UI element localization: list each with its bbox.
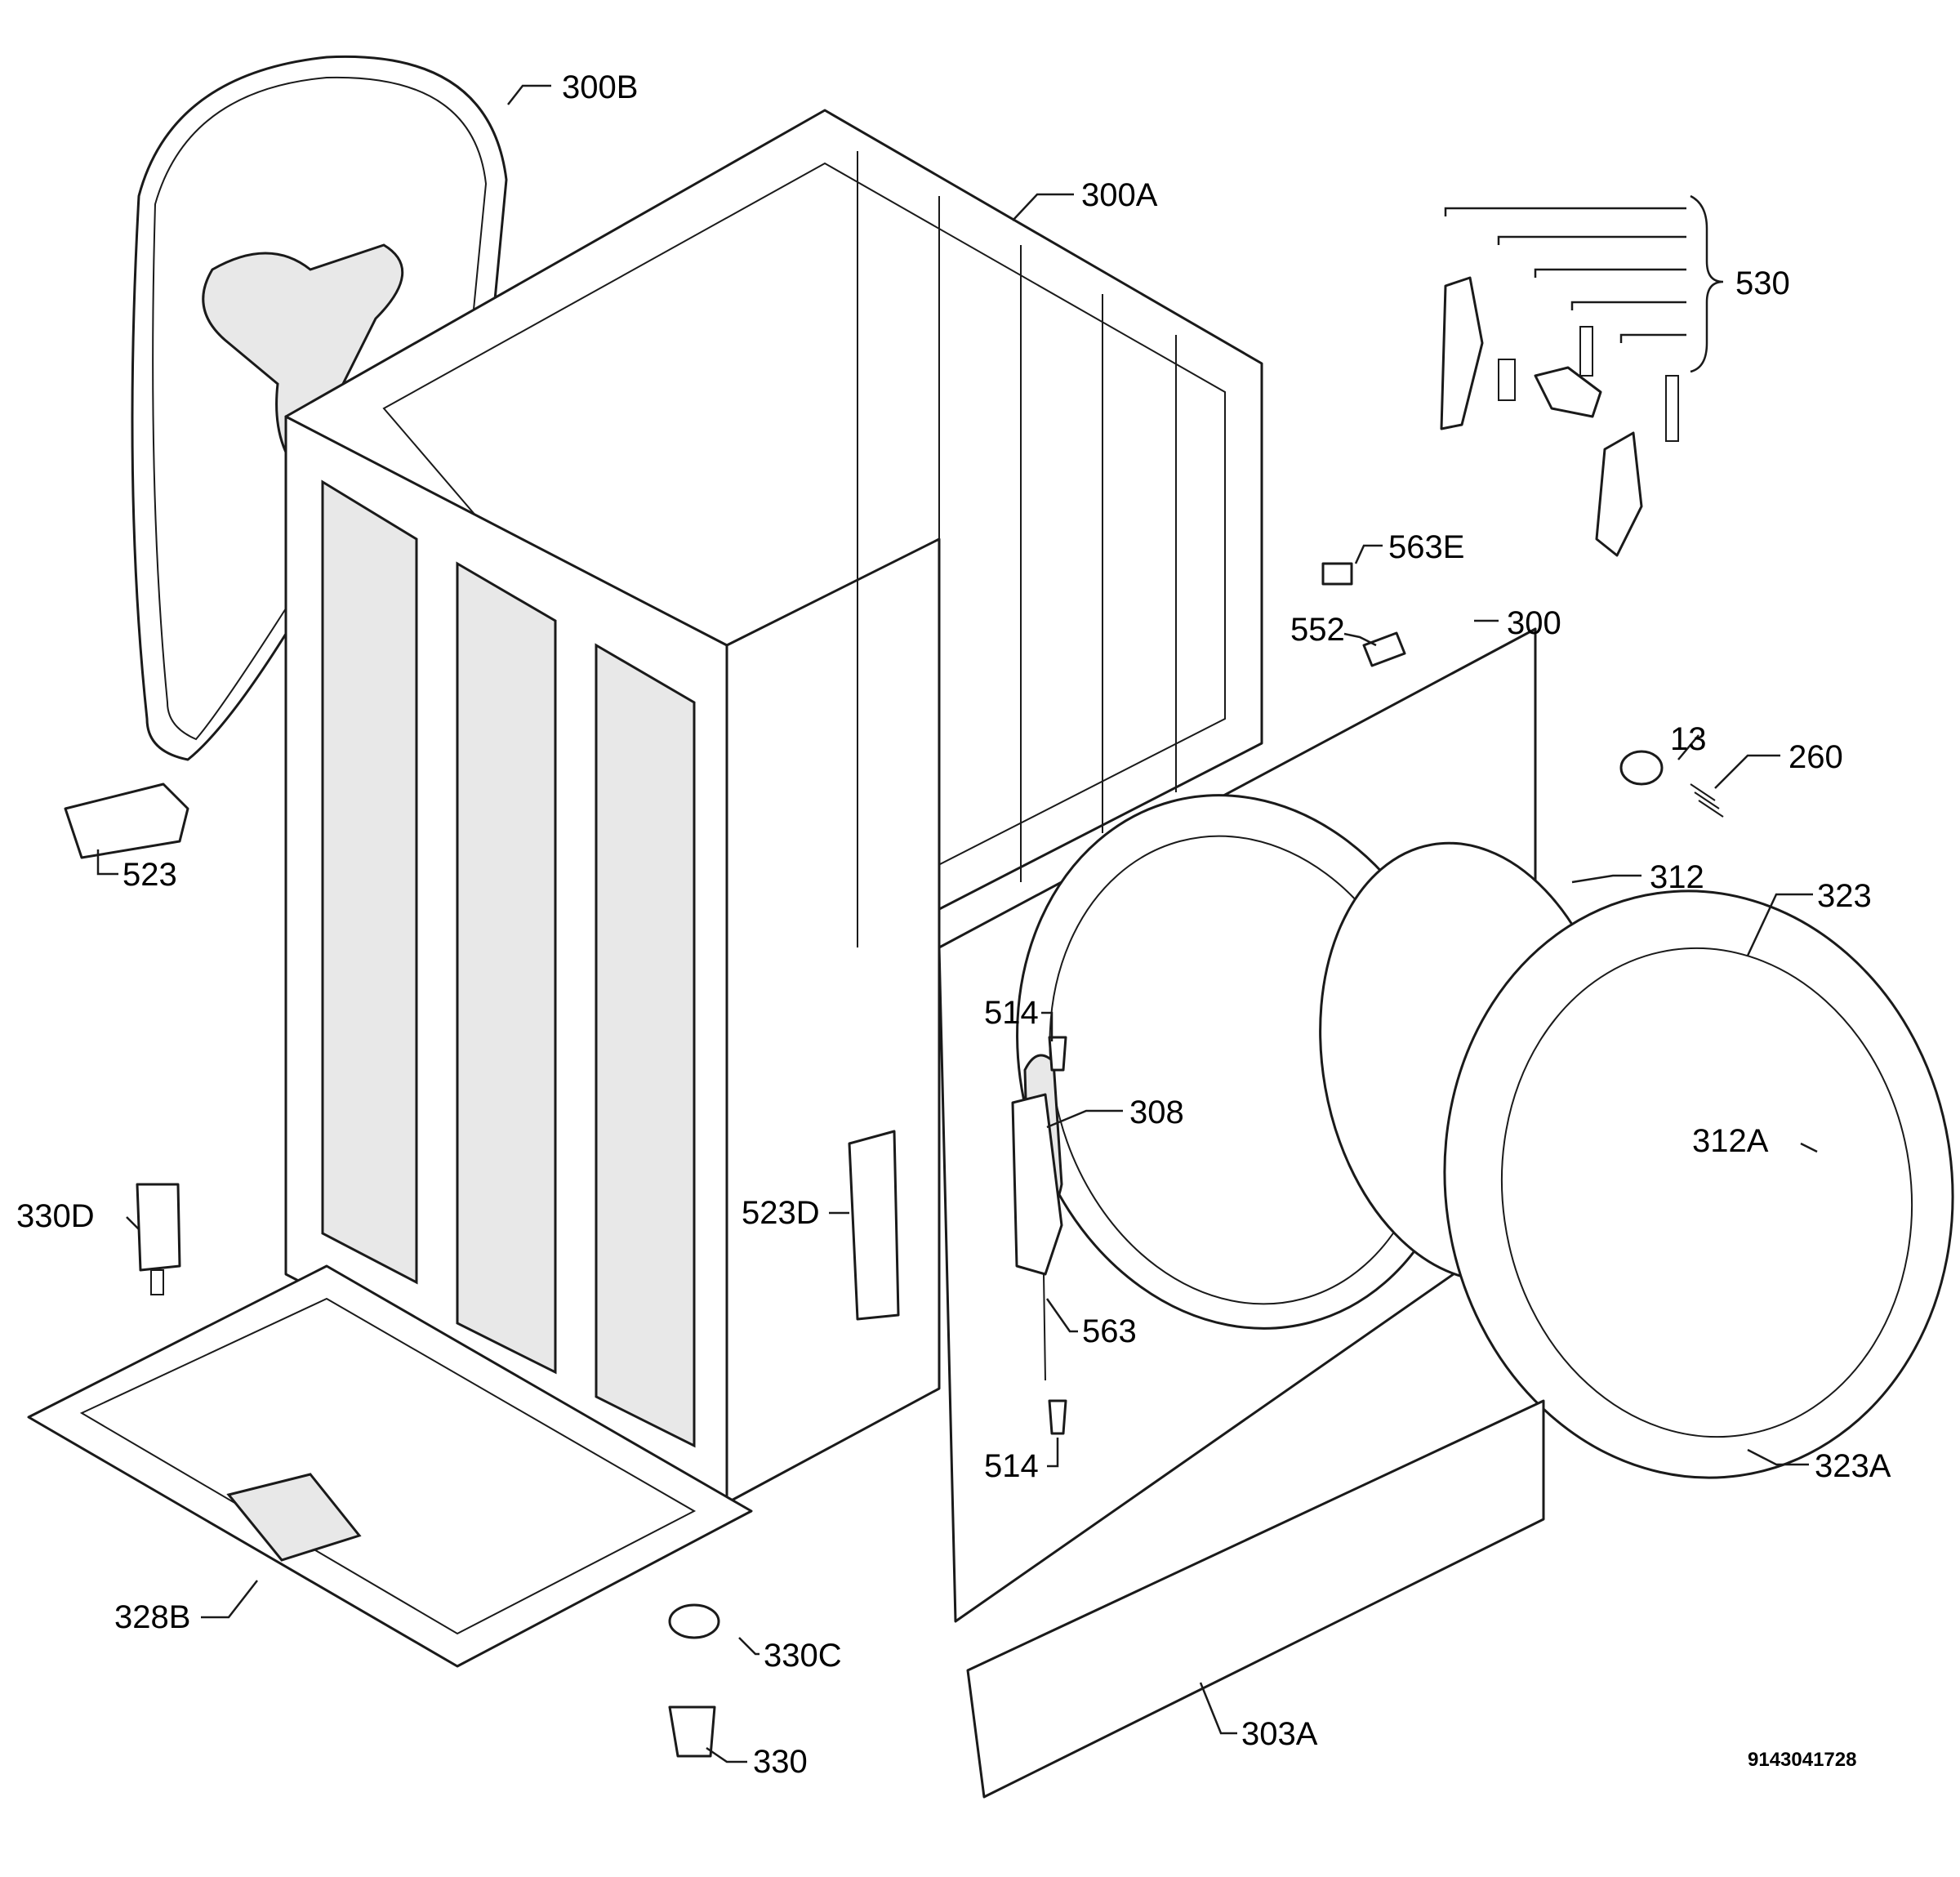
label-308: 308	[1129, 1095, 1184, 1130]
label-552: 552	[1290, 612, 1345, 648]
base-328B	[27, 1264, 753, 1668]
label-303A: 303A	[1241, 1716, 1318, 1752]
label-323: 323	[1817, 878, 1872, 914]
foot-330D	[136, 1183, 181, 1295]
label-330: 330	[753, 1744, 808, 1780]
label-260: 260	[1788, 739, 1843, 775]
control-panel-303A	[966, 1399, 1545, 1799]
pin-514-top	[1048, 1036, 1067, 1072]
label-530: 530	[1735, 265, 1790, 301]
label-323A: 323A	[1815, 1448, 1891, 1484]
part-labels: 300B 300A 530 563E 552 300 13 260 523 31…	[16, 69, 1891, 1780]
label-330C: 330C	[764, 1638, 842, 1674]
leader-lines	[96, 84, 1818, 1763]
handle-308	[1011, 1093, 1063, 1276]
label-328B: 328B	[114, 1599, 190, 1635]
label-312: 312	[1650, 859, 1704, 895]
label-312A: 312A	[1692, 1123, 1769, 1159]
label-514-top: 514	[984, 995, 1039, 1031]
lock-552	[1362, 631, 1406, 667]
label-563: 563	[1082, 1313, 1137, 1349]
knob-13	[1619, 750, 1664, 786]
label-523D: 523D	[742, 1195, 820, 1231]
label-563E: 563E	[1388, 529, 1464, 565]
spring-260	[1690, 783, 1724, 818]
sensor-563E	[1321, 562, 1353, 586]
document-number: 9143041728	[1748, 1749, 1856, 1771]
rod-563	[1043, 1273, 1046, 1381]
label-13: 13	[1670, 721, 1707, 757]
label-330D: 330D	[16, 1198, 95, 1234]
fitting-330	[668, 1705, 716, 1758]
nut-330C	[668, 1603, 720, 1639]
label-300A: 300A	[1081, 177, 1158, 213]
bracket-523D	[848, 1130, 900, 1321]
label-300: 300	[1507, 605, 1561, 641]
label-514-bottom: 514	[984, 1448, 1039, 1484]
bracket-523	[64, 782, 189, 859]
pin-514-bottom	[1048, 1399, 1067, 1435]
hinge-assembly-530	[1440, 276, 1679, 557]
label-523: 523	[122, 857, 177, 893]
door-323	[1443, 889, 1954, 1479]
label-300B: 300B	[562, 69, 638, 105]
